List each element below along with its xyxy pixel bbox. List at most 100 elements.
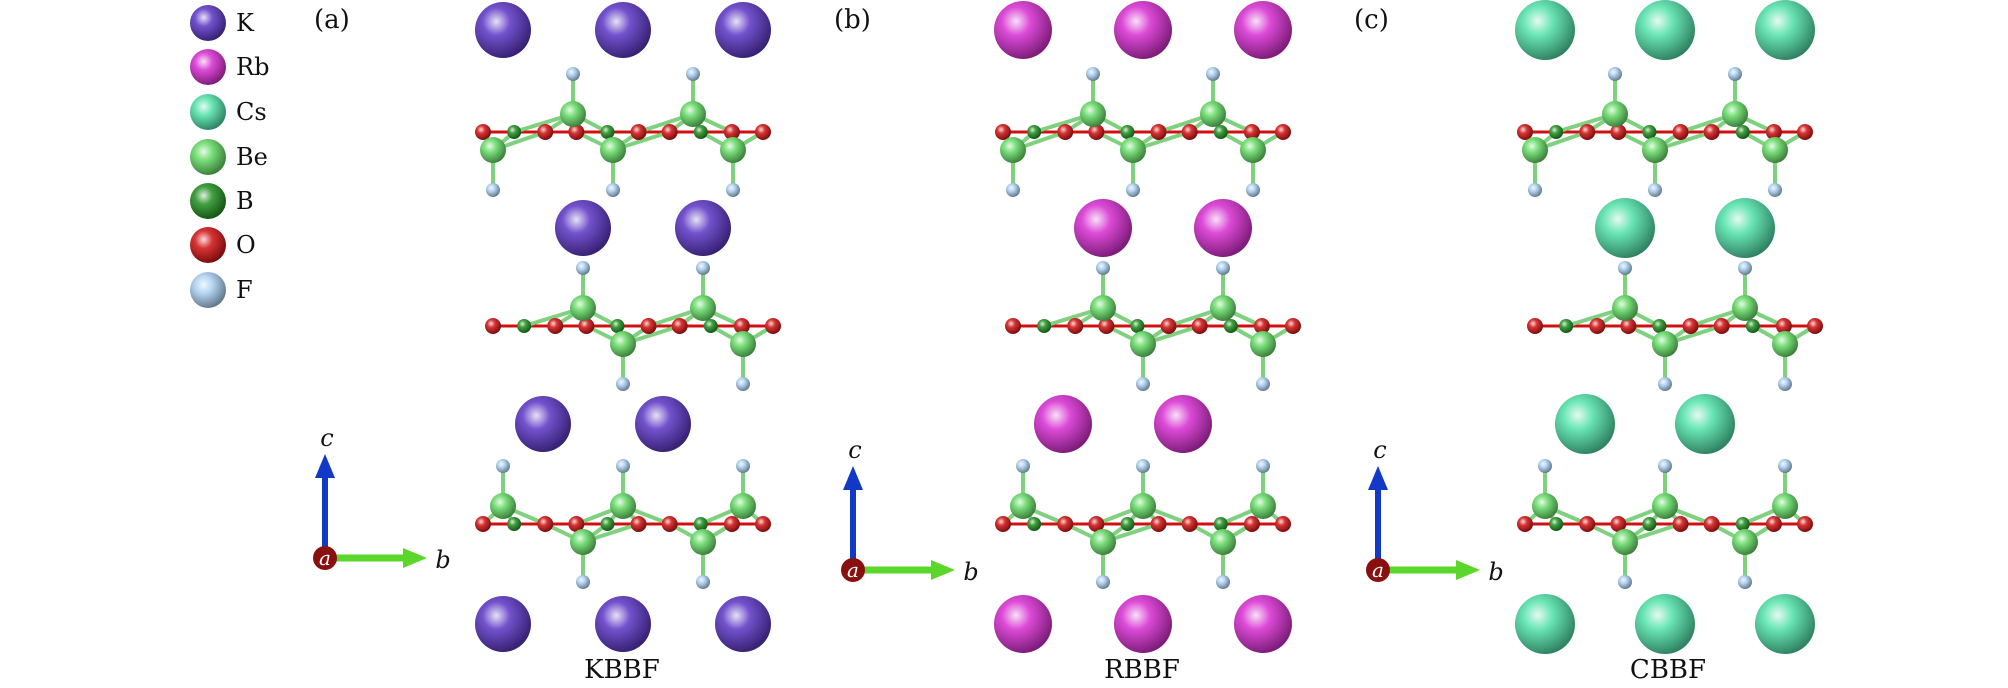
oxygen-atom <box>568 516 585 532</box>
oxygen-atom <box>1807 318 1823 334</box>
boron-atom <box>1027 517 1042 531</box>
legend-item-rb: Rb <box>190 49 269 85</box>
boron-atom <box>1223 319 1238 333</box>
c-axis-arrowhead <box>1368 466 1388 490</box>
oxygen-atom <box>1527 318 1543 334</box>
fluorine-atom-icon <box>190 272 226 308</box>
boron-atom <box>1213 517 1228 531</box>
boron-atom <box>517 319 532 333</box>
c-axis-label: c <box>848 436 861 464</box>
beryllium-atom <box>600 137 626 163</box>
beryllium-atom <box>680 101 706 127</box>
fluorine-atom <box>1728 67 1742 81</box>
oxygen-atom <box>1610 516 1627 532</box>
oxygen-atom <box>1797 516 1813 532</box>
fluorine-atom <box>1016 459 1030 473</box>
cation-atom <box>1034 395 1092 453</box>
b-axis-label: b <box>963 558 978 586</box>
fluorine-atom <box>1086 67 1100 81</box>
fluorine-atom <box>1216 575 1230 589</box>
fluorine-atom <box>1136 459 1150 473</box>
legend-label-cs: Cs <box>236 98 267 126</box>
beryllium-atom <box>610 493 636 519</box>
beryllium-atom <box>730 331 756 357</box>
beryllium-atom <box>1210 529 1236 555</box>
oxygen-atom <box>733 318 750 334</box>
oxygen-atom <box>475 516 491 532</box>
boron-atom <box>1120 517 1135 531</box>
oxygen-atom <box>723 516 740 532</box>
beryllium-atom <box>1762 137 1788 163</box>
fluorine-atom <box>1256 377 1270 391</box>
cation-atom <box>595 596 651 652</box>
be2bo3f2-layer <box>485 261 781 391</box>
oxygen-atom <box>1057 124 1074 140</box>
beryllium-atom <box>490 493 516 519</box>
boron-atom <box>600 517 615 531</box>
b-axis-arrowhead <box>1456 560 1480 580</box>
oxygen-atom <box>1057 516 1074 532</box>
beryllium-atom <box>1612 529 1638 555</box>
cation-atom <box>1234 1 1292 59</box>
cation-atom <box>1595 198 1655 258</box>
beryllium-atom <box>1210 295 1236 321</box>
beryllium-atom <box>610 331 636 357</box>
cation-atom <box>1635 0 1695 60</box>
panel-name-cbbf: CBBF <box>1630 655 1706 685</box>
oxygen-atom <box>537 516 554 532</box>
fluorine-atom <box>1778 459 1792 473</box>
beryllium-atom <box>1010 493 1036 519</box>
panel-rbbf: (b) acb RBBF <box>834 1 1301 685</box>
fluorine-atom <box>1538 459 1552 473</box>
beryllium-atom <box>1532 493 1558 519</box>
b-axis-arrowhead <box>931 560 955 580</box>
a-axis-label: a <box>847 558 859 582</box>
cation-atom <box>1074 199 1132 257</box>
fluorine-atom <box>686 67 700 81</box>
c-axis-label: c <box>1373 436 1386 464</box>
oxygen-atom <box>1285 318 1301 334</box>
oxygen-atom <box>1610 124 1627 140</box>
beryllium-atom <box>1240 137 1266 163</box>
beryllium-atom <box>1090 529 1116 555</box>
oxygen-atom <box>1672 516 1689 532</box>
boron-atom <box>610 319 625 333</box>
panel-kbbf: (a) acb KBBF <box>313 2 781 685</box>
legend-label-rb: Rb <box>236 53 269 81</box>
legend-item-k: K <box>190 5 255 41</box>
oxygen-atom <box>1181 124 1198 140</box>
fluorine-atom <box>1768 183 1782 197</box>
beryllium-atom <box>1090 295 1116 321</box>
oxygen-atom <box>661 516 678 532</box>
beryllium-atom <box>570 529 596 555</box>
oxygen-atom <box>1703 124 1720 140</box>
fluorine-atom <box>1778 377 1792 391</box>
legend-label-o: O <box>236 231 256 259</box>
oxygen-atom <box>1150 124 1167 140</box>
cation-atom <box>715 2 771 58</box>
boron-atom <box>1213 125 1228 139</box>
fluorine-atom <box>1618 575 1632 589</box>
panel-tag-b: (b) <box>834 5 871 35</box>
fluorine-atom <box>576 261 590 275</box>
fluorine-atom <box>1658 377 1672 391</box>
oxygen-atom <box>640 318 657 334</box>
cation-atom <box>1154 395 1212 453</box>
oxygen-atom <box>1682 318 1699 334</box>
cation-atom <box>1114 1 1172 59</box>
boron-atom <box>1130 319 1145 333</box>
fluorine-atom <box>1216 261 1230 275</box>
a-axis-label: a <box>1372 558 1384 582</box>
rbbf-structure <box>994 1 1301 653</box>
oxygen-atom <box>1775 318 1792 334</box>
cation-atom <box>1675 394 1735 454</box>
beryllium-atom <box>1000 137 1026 163</box>
oxygen-atom <box>995 124 1011 140</box>
beryllium-atom <box>570 295 596 321</box>
be2bo3f2-layer <box>1517 67 1813 197</box>
beryllium-atom <box>1130 331 1156 357</box>
a-axis-label: a <box>319 546 331 570</box>
legend-label-be: Be <box>236 143 268 171</box>
beryllium-atom <box>1722 101 1748 127</box>
oxygen-atom <box>1150 516 1167 532</box>
